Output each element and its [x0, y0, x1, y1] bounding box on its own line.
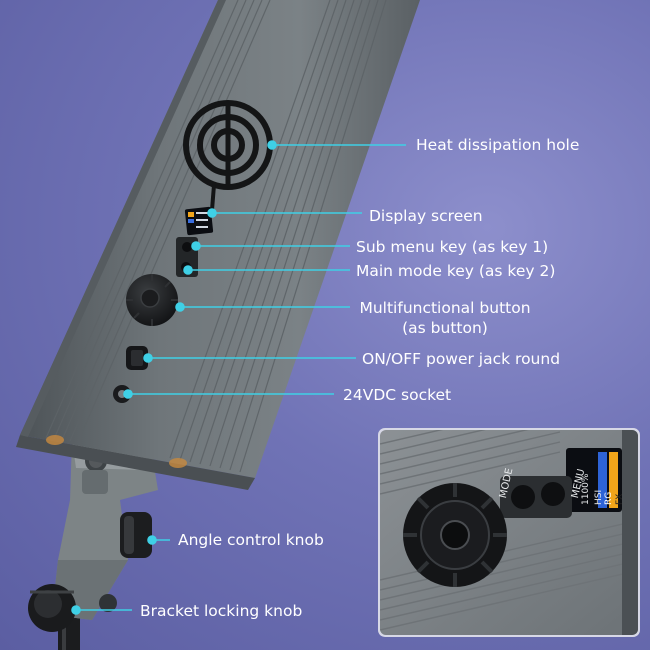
inset-mode-key [511, 485, 535, 509]
callout-bracket-locking-knob: Bracket locking knob [140, 602, 303, 620]
callout-multifunctional-line1: Multifunctional button [359, 299, 531, 317]
inset-closeup [378, 428, 640, 637]
callout-sub-menu-key: Sub menu key (as key 1) [356, 238, 549, 256]
display-screen [184, 206, 214, 236]
inset-menu-key [541, 482, 565, 506]
heat-dissipation-grille [183, 100, 273, 190]
power-switch [126, 346, 148, 370]
inset-display-screen [566, 448, 622, 512]
callout-angle-control-knob: Angle control knob [178, 531, 324, 549]
inset-screen-line-4: FX [615, 493, 625, 505]
multifunctional-knob [126, 274, 178, 326]
inset-ribbing [380, 430, 638, 631]
callout-multifunctional-line2: (as button) [402, 319, 488, 337]
callout-dc-socket: 24VDC socket [343, 386, 452, 404]
callout-heat-dissipation-hole: Heat dissipation hole [416, 136, 580, 154]
callout-power-jack: ON/OFF power jack round [362, 350, 561, 368]
callout-main-mode-key: Main mode key (as key 2) [356, 262, 556, 280]
callout-multifunctional-button: Multifunctional button (as button) [356, 298, 534, 338]
callout-display-screen: Display screen [369, 207, 483, 225]
light-bar [16, 0, 420, 490]
ribbed-texture [45, 0, 387, 473]
leader-lines [71, 140, 406, 615]
inset-knob [403, 483, 507, 587]
angle-control-knob [120, 512, 152, 558]
sub-menu-key [182, 242, 192, 252]
bracket-locking-knob [28, 584, 76, 632]
